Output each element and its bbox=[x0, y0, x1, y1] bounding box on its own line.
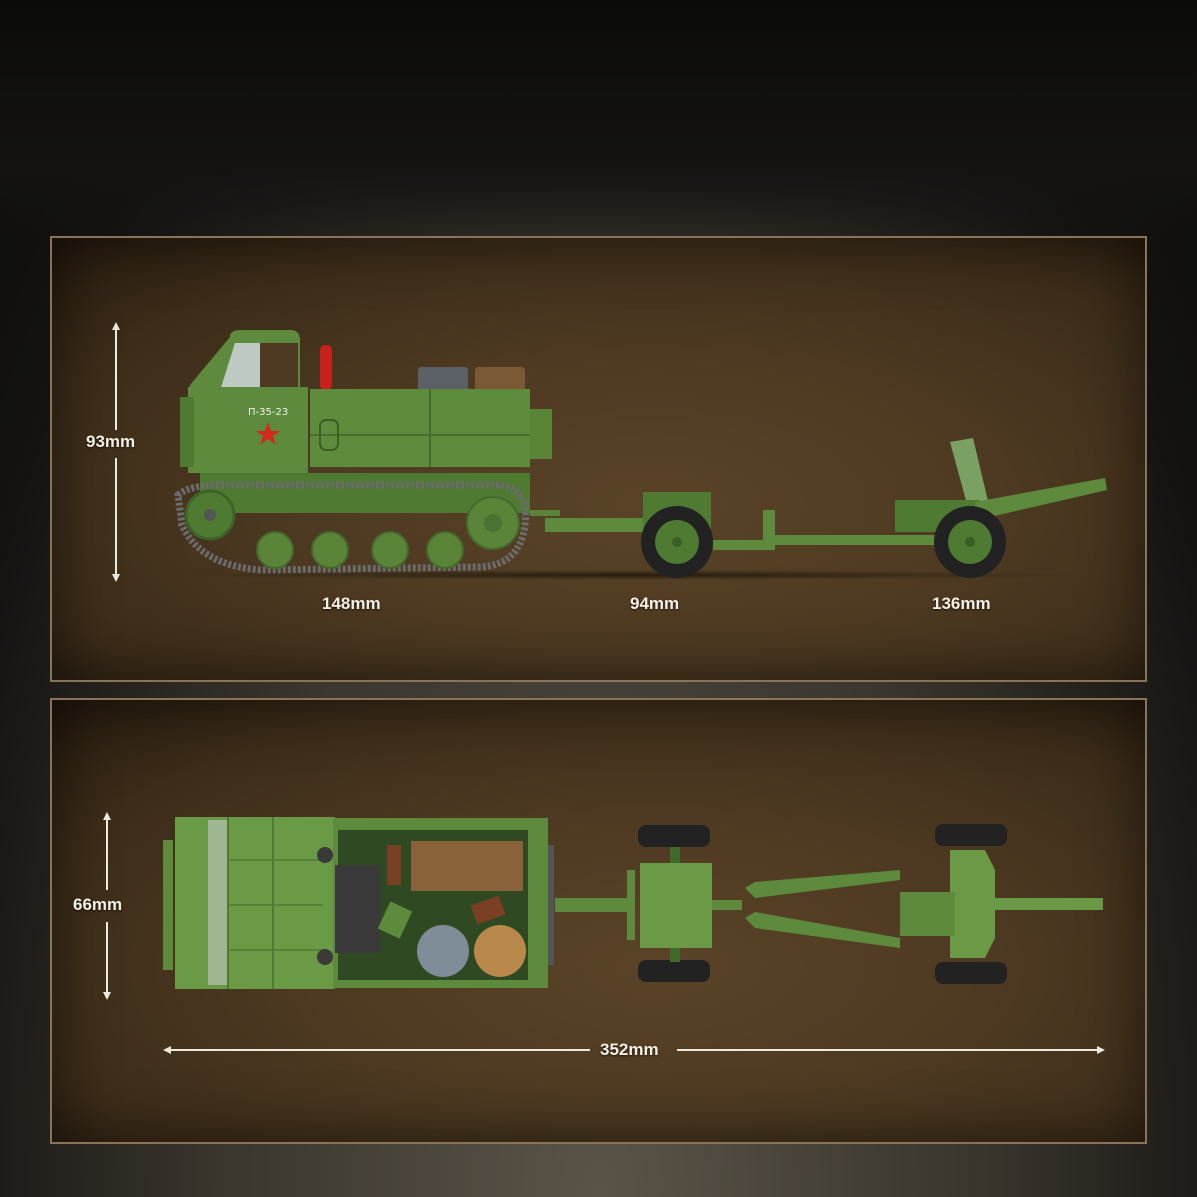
artillery-top-model bbox=[555, 824, 1103, 984]
height-line-bottom bbox=[115, 458, 117, 574]
limber-length-label: 94mm bbox=[630, 594, 680, 613]
red-star-icon bbox=[256, 422, 280, 445]
ground-shadow bbox=[170, 570, 1100, 580]
width-line-bottom bbox=[106, 922, 108, 992]
arrow-up-icon bbox=[112, 322, 120, 330]
arrow-down-icon bbox=[103, 992, 111, 1000]
width-line-top bbox=[106, 818, 108, 890]
arrow-right-icon bbox=[1097, 1046, 1105, 1054]
artillery-side-model bbox=[545, 438, 1107, 578]
width-label: 66mm bbox=[73, 895, 123, 914]
arrow-down-icon bbox=[112, 574, 120, 582]
background-top-shadow bbox=[0, 0, 1197, 240]
length-line-left bbox=[170, 1049, 590, 1051]
height-line-top bbox=[115, 328, 117, 430]
length-line-right bbox=[677, 1049, 1097, 1051]
tractor-top-model bbox=[163, 817, 554, 989]
arrow-up-icon bbox=[103, 812, 111, 820]
arrow-left-icon bbox=[163, 1046, 171, 1054]
gun-length-label: 136mm bbox=[932, 594, 991, 613]
total-length-label: 352mm bbox=[600, 1040, 659, 1059]
tractor-side-model: П-35-23 bbox=[174, 330, 560, 574]
tractor-length-label: 148mm bbox=[322, 594, 381, 613]
svg-text:П-35-23: П-35-23 bbox=[248, 407, 288, 418]
height-label: 93mm bbox=[86, 432, 136, 451]
